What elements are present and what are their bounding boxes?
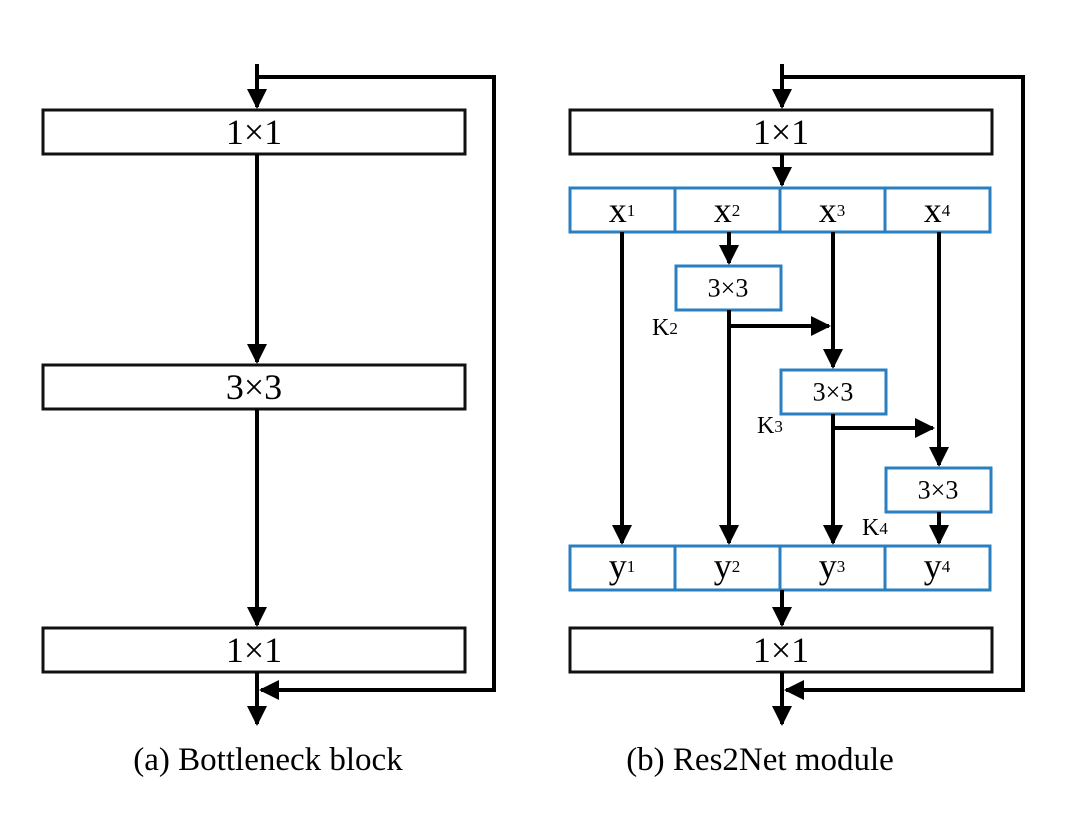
output-y2-box — [673, 544, 782, 592]
res2net-top-conv-label: 1×1 — [753, 112, 809, 152]
conv-k2-kernel-label: K2 — [652, 315, 678, 341]
res2net-bottom-conv-label: 1×1 — [753, 630, 809, 670]
output-y3-box — [778, 544, 887, 592]
res2net-module: 1×1 x1 x2 x3 x4 3×3 K2 3×3 K3 — [568, 64, 1025, 778]
bottleneck-bottom-conv-box — [41, 626, 467, 674]
conv-k3-kernel-label: K3 — [757, 413, 783, 439]
output-y4-label: y4 — [924, 546, 951, 586]
conv-k2-box — [674, 264, 783, 312]
split-x2-label: x2 — [714, 190, 741, 230]
bottleneck-bottom-conv-label: 1×1 — [226, 630, 282, 670]
output-y4-box — [883, 544, 992, 592]
conv-k3-label: 3×3 — [813, 378, 854, 407]
output-y2-label: y2 — [714, 546, 741, 586]
split-x4-label: x4 — [924, 190, 951, 230]
bottleneck-mid-conv-box — [41, 363, 467, 411]
split-x3-label: x3 — [819, 190, 846, 230]
split-row: x1 x2 x3 x4 — [568, 186, 992, 234]
split-x1-label: x1 — [609, 190, 636, 230]
split-x2-box — [673, 186, 782, 234]
bottleneck-top-conv-label: 1×1 — [226, 112, 282, 152]
output-y3-label: y3 — [819, 546, 846, 586]
conv-k2-label: 3×3 — [708, 274, 749, 303]
res2net-shortcut-line — [782, 75, 1025, 700]
output-row: y1 y2 y3 y4 — [568, 544, 992, 592]
split-x4-box — [883, 186, 992, 234]
bottleneck-top-conv-box — [41, 108, 467, 156]
res2net-caption: (b) Res2Net module — [626, 742, 894, 778]
conv-k4-box — [884, 466, 993, 514]
conv-k4-kernel-label: K4 — [862, 515, 888, 541]
conv-k4-label: 3×3 — [918, 476, 959, 505]
split-x3-box — [778, 186, 887, 234]
bottleneck-block: 1×1 3×3 1×1 (a) Bottleneck block — [41, 64, 496, 778]
output-y1-box — [568, 544, 677, 592]
bottleneck-mid-conv-label: 3×3 — [226, 367, 282, 407]
bottleneck-shortcut-line — [257, 75, 496, 700]
bottleneck-caption: (a) Bottleneck block — [133, 742, 403, 778]
output-y1-label: y1 — [609, 546, 636, 586]
